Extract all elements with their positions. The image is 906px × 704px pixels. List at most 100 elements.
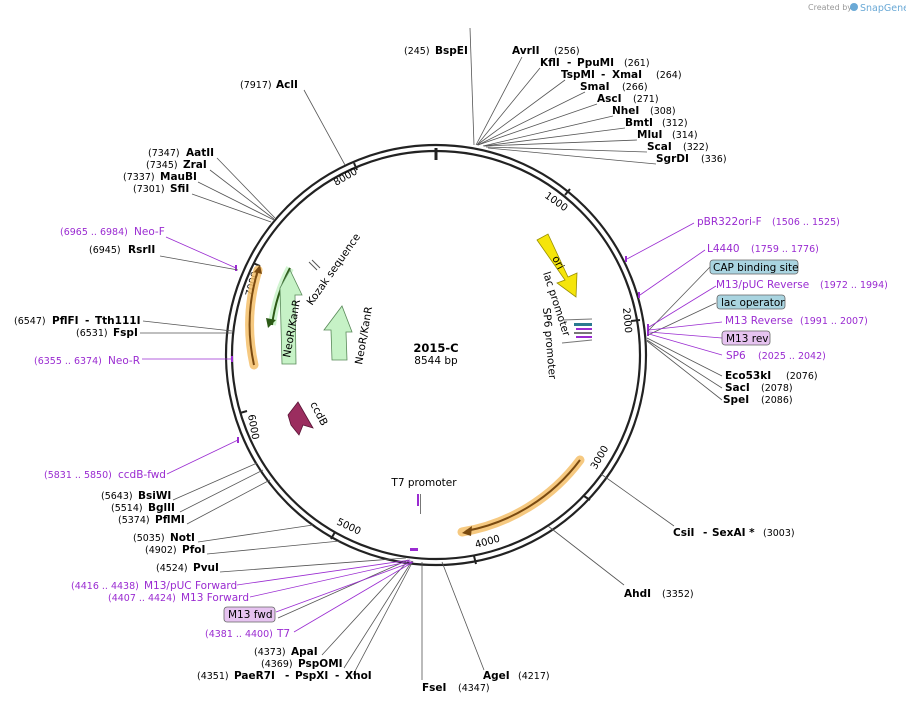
leader — [647, 302, 717, 336]
marker — [574, 323, 592, 326]
enzyme-pos: (5643) — [101, 491, 133, 502]
enzyme-name: PaeR7I — [234, 670, 275, 682]
primer-range: (1991 .. 2007) — [800, 316, 868, 327]
enzyme-name: AclI — [276, 79, 298, 91]
enzyme-pos: (271) — [633, 94, 659, 105]
kozak-marker — [311, 259, 321, 269]
primer-name: M13/pUC Reverse — [716, 279, 809, 291]
enzyme-pos: (5035) — [133, 533, 165, 544]
tick-mark — [473, 555, 477, 565]
enzyme-pos: (322) — [683, 142, 709, 153]
primer-name: M13/pUC Forward — [144, 580, 237, 592]
enzyme-pos: (3352) — [662, 589, 694, 600]
orf-arc — [248, 269, 259, 366]
neor-kanr-feature — [279, 269, 303, 365]
enzyme-pos: (4351) — [197, 671, 229, 682]
enzyme-pos: (308) — [650, 106, 676, 117]
leader — [441, 561, 485, 671]
enzyme-sep: - — [567, 57, 571, 69]
primer-range: (4381 .. 4400) — [205, 629, 273, 640]
enzyme-name: PspOMI — [298, 658, 343, 670]
tick-mark — [353, 162, 358, 171]
enzyme-pos: (2078) — [761, 383, 793, 394]
enzyme-sep-2: - — [335, 670, 339, 682]
primer-name: Neo-F — [134, 226, 165, 238]
enzyme-pos: (7345) — [146, 160, 178, 171]
primer-mark — [625, 256, 627, 262]
primer-name: M13 Reverse — [725, 315, 793, 327]
enzyme-pos: (7301) — [133, 184, 165, 195]
neor-kanr-label-2: NeoR/KanR — [353, 306, 375, 366]
primer-mark — [638, 292, 640, 298]
m13-rev-box — [721, 330, 771, 346]
leader — [485, 146, 648, 153]
enzyme-pos: (261) — [624, 58, 650, 69]
plasmid-length: 8544 bp — [414, 355, 458, 367]
kozak-marker — [308, 261, 318, 271]
orf-arc-highlight — [457, 455, 585, 537]
enzyme-name: BglII — [148, 502, 175, 514]
tick-mark — [583, 495, 591, 501]
orf-arc — [465, 459, 581, 532]
leader — [469, 27, 475, 146]
primer-name: Neo-R — [108, 355, 140, 367]
enzyme-pos: (6547) — [14, 316, 46, 327]
enzyme-name: FspI — [113, 327, 138, 339]
cap-binding-box — [709, 259, 799, 275]
enzyme-pos: (5514) — [111, 503, 143, 514]
enzyme-name-2: PpuMI — [577, 57, 614, 69]
enzyme-sep: - — [285, 670, 289, 682]
enzyme-name: NheI — [612, 105, 639, 117]
enzyme-name: ApaI — [291, 646, 318, 658]
enzyme-pos: (266) — [622, 82, 648, 93]
orf-arrowhead-icon — [254, 265, 262, 274]
enzyme-name: TspMI — [561, 69, 595, 81]
primer-mark — [410, 548, 418, 551]
leader — [206, 540, 341, 555]
leader — [626, 222, 695, 260]
primer-range: (5831 .. 5850) — [44, 470, 112, 481]
m13-fwd-box — [223, 606, 276, 623]
enzyme-name: PflFI — [52, 315, 79, 327]
primer-name: SP6 — [726, 350, 746, 362]
leader — [142, 320, 233, 332]
leader — [197, 181, 275, 221]
tick-label: 3000 — [589, 444, 611, 472]
snapgene-logo-icon — [850, 3, 858, 11]
leader — [216, 157, 276, 219]
leader — [209, 169, 275, 220]
t7-promoter-label: T7 promoter — [390, 477, 457, 489]
primer-name: T7 — [276, 628, 290, 640]
enzyme-name: RsrII — [128, 244, 155, 256]
leader — [172, 462, 258, 501]
enzyme-name: PfoI — [182, 544, 205, 556]
lac-operator-label: lac operator — [721, 297, 785, 309]
leader — [476, 79, 566, 146]
orf-arrowhead-icon — [266, 318, 276, 328]
tick-mark — [564, 188, 571, 196]
enzyme-pos: (4217) — [518, 671, 550, 682]
tick-mark — [239, 410, 248, 414]
lac-promoter-line — [561, 318, 593, 321]
enzyme-pos: (264) — [656, 70, 682, 81]
enzyme-pos: (5374) — [118, 515, 150, 526]
enzyme-name: MauBI — [160, 171, 197, 183]
enzyme-name: PvuI — [193, 562, 219, 574]
primer-leader-lines — [142, 222, 723, 633]
enzyme-leader-lines — [140, 27, 723, 680]
marker — [576, 328, 592, 330]
enzyme-pos: (4373) — [254, 647, 286, 658]
marker — [576, 336, 592, 338]
leader — [648, 285, 717, 328]
leader — [477, 103, 598, 146]
enzyme-name: KflI — [540, 57, 560, 69]
enzyme-sep: - — [703, 527, 707, 539]
tick-mark — [630, 319, 641, 322]
enzyme-name: AhdI — [624, 588, 651, 600]
leader — [646, 340, 723, 401]
enzyme-pos: (256) — [554, 46, 580, 57]
t7-marker — [420, 494, 421, 514]
tick-label: 2000 — [620, 307, 633, 333]
primer-range: (4416 .. 4438) — [71, 581, 139, 592]
